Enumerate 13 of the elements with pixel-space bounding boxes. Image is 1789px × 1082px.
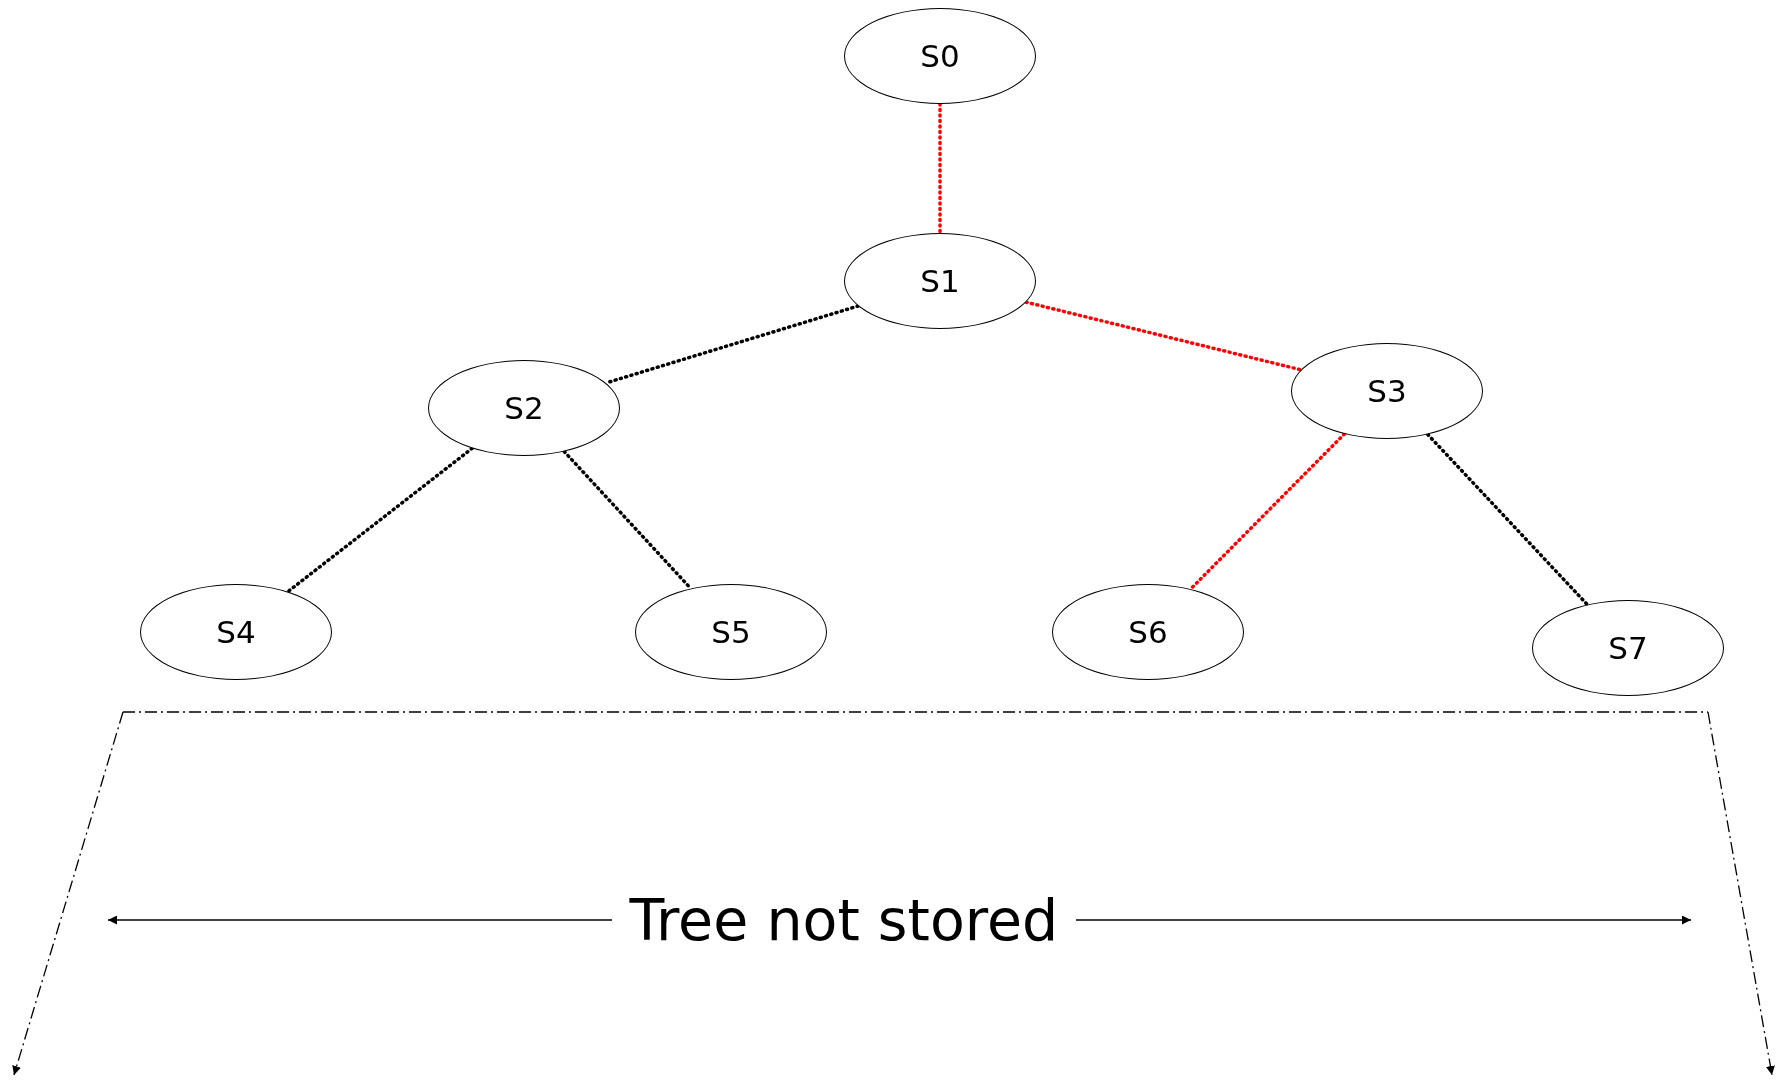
dotted-connector xyxy=(1426,432,1589,607)
state-label: S1 xyxy=(920,263,960,299)
state-label: S2 xyxy=(504,390,544,426)
dotted-connector xyxy=(286,446,474,594)
state-label: S5 xyxy=(711,614,751,650)
state-label: S6 xyxy=(1128,614,1168,650)
state-label: S7 xyxy=(1608,630,1648,666)
dotted-connector xyxy=(1024,300,1303,372)
state-label: S4 xyxy=(216,614,256,650)
dotted-connector xyxy=(938,102,942,235)
dotted-connector xyxy=(1188,432,1347,591)
state-label: S0 xyxy=(920,38,960,74)
state-label: S3 xyxy=(1367,373,1407,409)
